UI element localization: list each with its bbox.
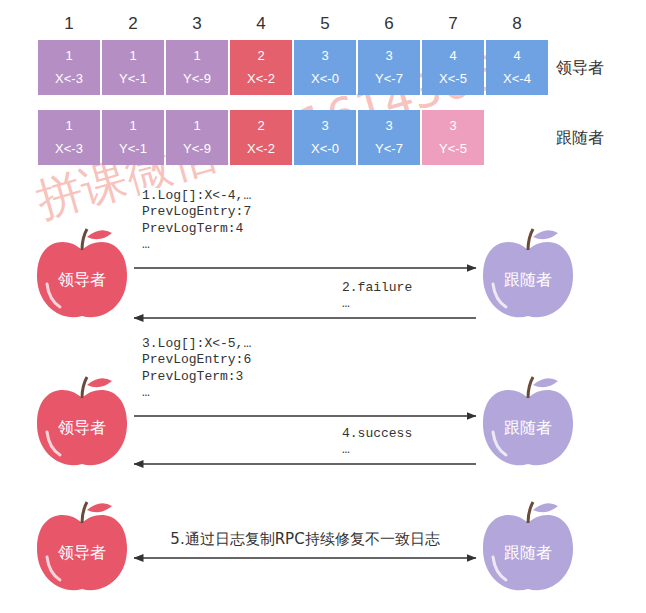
log-entry: 1Y<-9 — [166, 110, 228, 165]
role-name: 领导者 — [58, 418, 106, 439]
log-entry: 4X<-5 — [422, 40, 484, 95]
entry-text: 3 — [449, 118, 456, 134]
entry-text: X<-4 — [503, 71, 531, 87]
apple-leaf — [533, 230, 558, 239]
entry-text: 1 — [129, 118, 136, 134]
column-index: 4 — [256, 14, 265, 34]
log-entry: 3X<-0 — [294, 110, 356, 165]
message-label: 2.failure … — [340, 280, 420, 313]
apple-body — [37, 390, 127, 465]
log-entry: 3X<-0 — [294, 40, 356, 95]
entry-text: 3 — [385, 118, 392, 134]
entry-text: 3 — [321, 118, 328, 134]
log-entry: 3Y<-7 — [358, 110, 420, 165]
message-arrow — [134, 463, 476, 465]
role-name: 跟随者 — [504, 543, 552, 564]
apple-stem — [82, 502, 87, 523]
follower-apple: 跟随者 — [478, 224, 578, 322]
leader-apple: 领导者 — [32, 372, 132, 470]
message-label: 3.Log[]:X<-5,… PrevLogEntry:6 PrevLogTer… — [140, 336, 258, 401]
apple-stem — [82, 229, 87, 250]
message-arrow — [134, 317, 476, 319]
entry-text: 4 — [513, 48, 520, 64]
row-label: 跟随者 — [556, 128, 604, 147]
message-arrow — [134, 415, 476, 417]
column-index: 6 — [384, 14, 393, 34]
column-index: 3 — [192, 14, 201, 34]
log-entry: 2X<-2 — [230, 110, 292, 165]
apple-leaf — [533, 378, 558, 387]
log-entry: 4X<-4 — [486, 40, 548, 95]
leader-apple: 领导者 — [32, 224, 132, 322]
entry-text: X<-0 — [311, 141, 339, 157]
message-label: 5.通过日志复制RPC持续修复不一致日志 — [168, 530, 441, 549]
apple-body — [483, 242, 573, 317]
entry-text: Y<-5 — [439, 141, 467, 157]
entry-text: Y<-1 — [119, 71, 147, 87]
entry-text: Y<-7 — [375, 141, 403, 157]
column-index: 1 — [64, 14, 73, 34]
role-name: 领导者 — [58, 270, 106, 291]
entry-text: 2 — [257, 118, 264, 134]
role-name: 领导者 — [58, 543, 106, 564]
message-label: 4.success … — [340, 426, 420, 459]
log-entry: 1Y<-9 — [166, 40, 228, 95]
log-entry: 1Y<-1 — [102, 110, 164, 165]
entry-text: X<-0 — [311, 71, 339, 87]
message-arrow — [134, 267, 476, 269]
entry-text: X<-3 — [55, 141, 83, 157]
entry-text: 3 — [385, 48, 392, 64]
entry-text: 1 — [65, 118, 72, 134]
message-label: 1.Log[]:X<-4,… PrevLogEntry:7 PrevLogTer… — [140, 188, 258, 253]
apple-stem — [82, 377, 87, 398]
entry-text: X<-3 — [55, 71, 83, 87]
entry-text: X<-2 — [247, 71, 275, 87]
entry-text: 3 — [321, 48, 328, 64]
apple-stem — [528, 502, 533, 523]
apple-leaf — [87, 230, 112, 239]
entry-text: 1 — [65, 48, 72, 64]
log-entry: 1Y<-1 — [102, 40, 164, 95]
entry-text: Y<-9 — [183, 141, 211, 157]
role-name: 跟随者 — [504, 270, 552, 291]
apple-stem — [528, 377, 533, 398]
follower-apple: 跟随者 — [478, 497, 578, 595]
log-entry: 2X<-2 — [230, 40, 292, 95]
log-entry: 1X<-3 — [38, 40, 100, 95]
entry-text: Y<-9 — [183, 71, 211, 87]
log-entry: 3Y<-5 — [422, 110, 484, 165]
follower-apple: 跟随者 — [478, 372, 578, 470]
log-entry: 1X<-3 — [38, 110, 100, 165]
log-entry: 3Y<-7 — [358, 40, 420, 95]
entry-text: 2 — [257, 48, 264, 64]
apple-body — [37, 242, 127, 317]
apple-stem — [528, 229, 533, 250]
entry-text: 1 — [129, 48, 136, 64]
role-name: 跟随者 — [504, 418, 552, 439]
apple-body — [37, 515, 127, 590]
entry-text: 4 — [449, 48, 456, 64]
column-index: 7 — [448, 14, 457, 34]
column-index: 2 — [128, 14, 137, 34]
column-index: 8 — [512, 14, 521, 34]
apple-leaf — [87, 503, 112, 512]
apple-leaf — [87, 378, 112, 387]
entry-text: Y<-7 — [375, 71, 403, 87]
apple-body — [483, 390, 573, 465]
apple-leaf — [533, 503, 558, 512]
message-arrow — [134, 557, 476, 559]
apple-body — [483, 515, 573, 590]
entry-text: 1 — [193, 118, 200, 134]
row-label: 领导者 — [556, 58, 604, 77]
column-index: 5 — [320, 14, 329, 34]
entry-text: X<-5 — [439, 71, 467, 87]
entry-text: Y<-1 — [119, 141, 147, 157]
entry-text: X<-2 — [247, 141, 275, 157]
leader-apple: 领导者 — [32, 497, 132, 595]
entry-text: 1 — [193, 48, 200, 64]
